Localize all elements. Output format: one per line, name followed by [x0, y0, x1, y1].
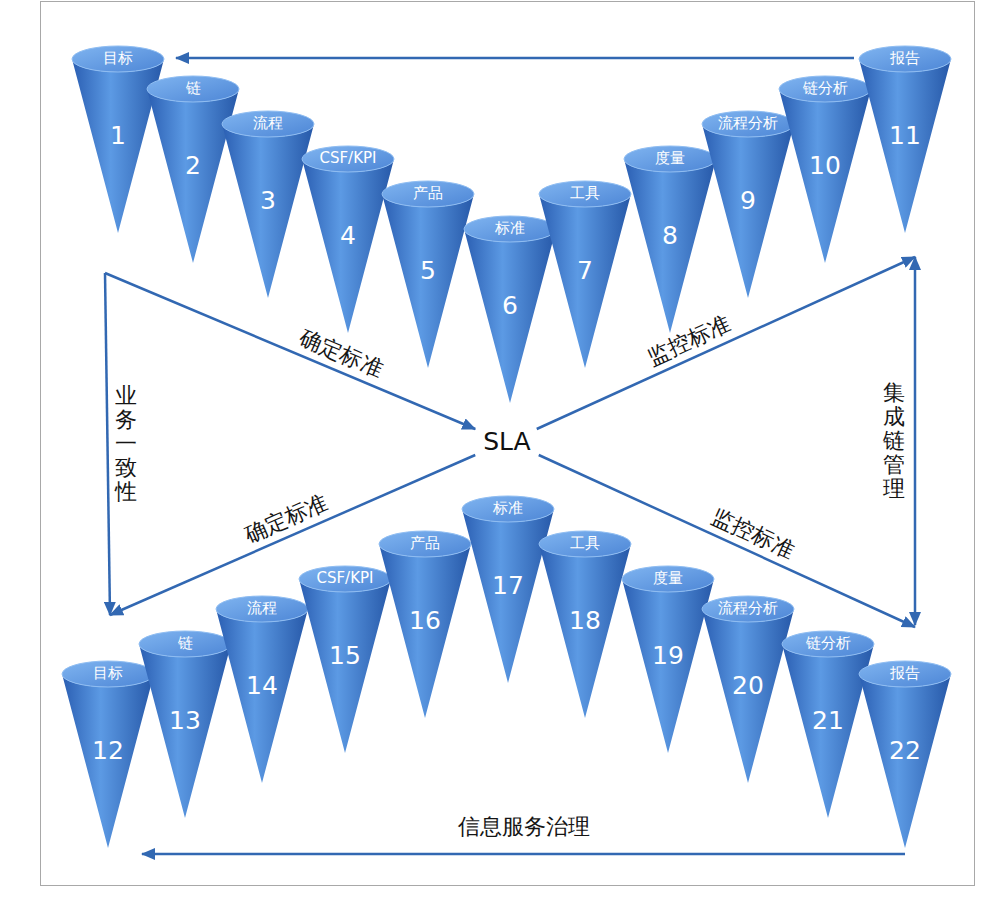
- cone-label: 工具: [537, 534, 633, 552]
- cone-node: 流程分析 20: [700, 595, 796, 785]
- cone-label: 报告: [857, 49, 953, 67]
- cone-number: 11: [857, 121, 953, 151]
- cone-node: 报告 11: [857, 45, 953, 235]
- cone-number: 12: [60, 736, 156, 766]
- cone-node: CSF/KPI 4: [300, 145, 396, 335]
- edge-label: 监控标准: [641, 310, 736, 372]
- cone-label: 标准: [460, 499, 556, 517]
- cone-label: 链分析: [780, 634, 876, 652]
- cone-label: 流程分析: [700, 114, 796, 132]
- cone-node: 工具 18: [537, 530, 633, 720]
- cone-number: 16: [377, 606, 473, 636]
- cone-number: 18: [537, 606, 633, 636]
- cone-node: 链 13: [137, 630, 233, 820]
- cone-label: 工具: [537, 184, 633, 202]
- cone-number: 8: [622, 221, 718, 251]
- cone-number: 20: [700, 671, 796, 701]
- cone-number: 4: [300, 221, 396, 251]
- cone-node: 标准 6: [462, 215, 558, 405]
- cone-number: 10: [777, 151, 873, 181]
- arrow-connector: [142, 853, 905, 856]
- cone-node: 产品 16: [377, 530, 473, 720]
- cone-node: 目标 12: [60, 660, 156, 850]
- arrow-connector: [176, 57, 854, 60]
- cone-node: 度量 8: [622, 145, 718, 335]
- arrow-connector: [105, 273, 110, 615]
- cone-number: 7: [537, 256, 633, 286]
- edge-label: 确定标准: [294, 324, 389, 384]
- cone-label: 流程: [220, 114, 316, 132]
- arrow-connector: [914, 257, 917, 625]
- cone-number: 17: [460, 571, 556, 601]
- cone-node: 链分析 21: [780, 630, 876, 820]
- cone-node: 产品 5: [380, 180, 476, 370]
- edge-label: 监控标准: [705, 503, 799, 565]
- cone-label: 目标: [70, 49, 166, 67]
- cone-number: 1: [70, 121, 166, 151]
- cone-label: 标准: [462, 219, 558, 237]
- cone-number: 3: [220, 186, 316, 216]
- edge-label: 业务一致性: [115, 382, 137, 507]
- center-node: SLA: [481, 427, 532, 457]
- cone-label: 报告: [857, 664, 953, 682]
- cone-label: 度量: [622, 149, 718, 167]
- cone-node: 报告 22: [857, 660, 953, 850]
- cone-label: CSF/KPI: [297, 569, 393, 587]
- cone-node: CSF/KPI 15: [297, 565, 393, 755]
- cone-node: 链2: [145, 75, 241, 265]
- center-label: SLA: [481, 427, 532, 457]
- cone-number: 2: [145, 151, 241, 181]
- cone-number: 21: [780, 706, 876, 736]
- edge-label: 信息服务治理: [456, 814, 592, 840]
- cone-node: 链分析 10: [777, 75, 873, 265]
- cone-number: 5: [380, 256, 476, 286]
- cone-node: 工具 7: [537, 180, 633, 370]
- cone-label: CSF/KPI: [300, 149, 396, 167]
- cone-label: 流程分析: [700, 599, 796, 617]
- cone-number: 6: [462, 291, 558, 321]
- cone-number: 13: [137, 706, 233, 736]
- cone-label: 链分析: [777, 79, 873, 97]
- cone-number: 15: [297, 641, 393, 671]
- cone-node: 目标 1: [70, 45, 166, 235]
- cone-number: 22: [857, 736, 953, 766]
- cone-number: 14: [214, 671, 310, 701]
- cone-label: 目标: [60, 664, 156, 682]
- cone-label: 产品: [377, 534, 473, 552]
- cone-node: 度量 19: [620, 565, 716, 755]
- cone-label: 产品: [380, 184, 476, 202]
- cone-number: 9: [700, 186, 796, 216]
- cone-node: 流程 3: [220, 110, 316, 300]
- cone-node: 流程 14: [214, 595, 310, 785]
- cone-label: 流程: [214, 599, 310, 617]
- cone-node: 标准 17: [460, 495, 556, 685]
- cone-label: 链: [137, 634, 233, 652]
- edge-label: 集成链管理: [883, 379, 905, 504]
- cone-node: 流程分析 9: [700, 110, 796, 300]
- cone-label: 度量: [620, 569, 716, 587]
- edge-label: 确定标准: [238, 489, 333, 550]
- cone-number: 19: [620, 641, 716, 671]
- cone-label: 链: [145, 79, 241, 97]
- frame-border: [41, 2, 975, 886]
